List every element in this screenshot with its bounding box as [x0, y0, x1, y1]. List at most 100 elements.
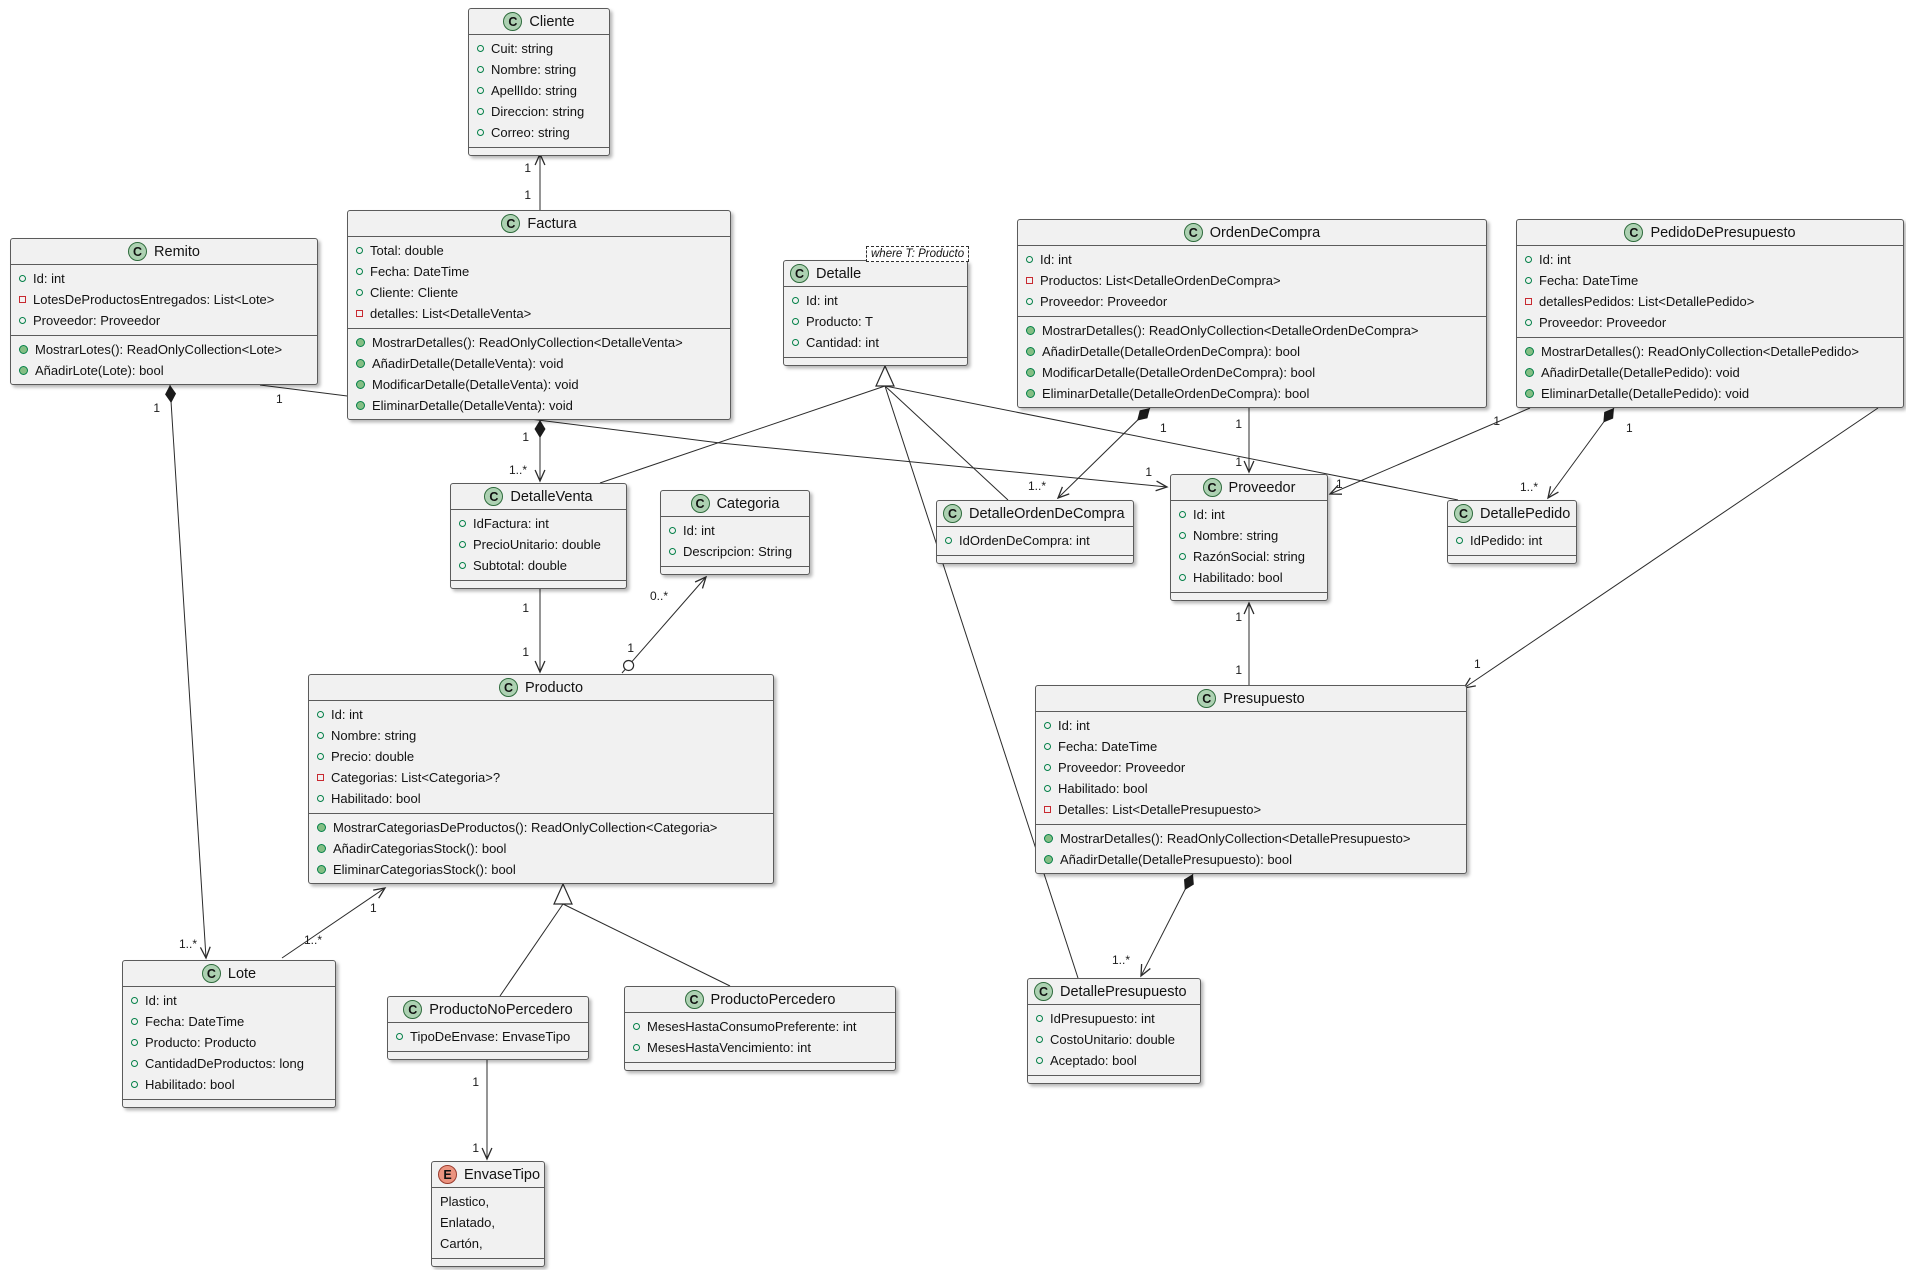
attribute-row: Fecha: DateTime [131, 1011, 327, 1032]
public-field-icon [356, 268, 363, 275]
public-field-icon [1036, 1015, 1043, 1022]
enum-value-row: Plastico, [440, 1191, 536, 1212]
method-row: AñadirLote(Lote): bool [19, 360, 309, 381]
multiplicity-label: 1..* [1520, 480, 1538, 494]
attribute-row: Proveedor: Proveedor [1044, 757, 1458, 778]
empty-methods-compartment [388, 1051, 588, 1058]
public-field-icon [1044, 764, 1051, 771]
multiplicity-label: 1 [153, 401, 160, 415]
methods-compartment: MostrarDetalles(): ReadOnlyCollection<De… [1018, 316, 1486, 408]
multiplicity-label: 1 [627, 641, 634, 655]
attribute-text: Fecha: DateTime [1058, 739, 1158, 754]
generalization-triangle [875, 364, 895, 387]
attribute-text: Aceptado: bool [1050, 1053, 1137, 1068]
method-text: ModificarDetalle(DetalleVenta): void [372, 377, 579, 392]
attribute-row: Fecha: DateTime [1525, 270, 1895, 291]
attribute-row: Nombre: string [477, 59, 601, 80]
attribute-row: Cantidad: int [792, 332, 959, 353]
public-field-icon [1036, 1036, 1043, 1043]
multiplicity-label: 1 [1160, 421, 1167, 435]
public-field-icon [792, 339, 799, 346]
public-field-icon [1525, 256, 1532, 263]
attribute-text: Id: int [331, 707, 363, 722]
attribute-text: Nombre: string [1193, 528, 1279, 543]
attribute-text: IdPresupuesto: int [1050, 1011, 1155, 1026]
attribute-row: Productos: List<DetalleOrdenDeCompra> [1026, 270, 1478, 291]
enum-icon: E [438, 1165, 457, 1184]
multiplicity-label: 1 [472, 1075, 479, 1089]
attribute-row: Id: int [131, 990, 327, 1011]
multiplicity-label: 1 [1235, 663, 1242, 677]
attribute-row: Descripcion: String [669, 541, 801, 562]
attribute-row: Proveedor: Proveedor [1026, 291, 1478, 312]
attribute-text: Habilitado: bool [1193, 570, 1283, 585]
attribute-row: Aceptado: bool [1036, 1050, 1192, 1071]
composition-diamond [534, 420, 546, 438]
multiplicity-label: 1 [1235, 610, 1242, 624]
empty-methods-compartment [661, 566, 809, 573]
class-icon: C [498, 678, 518, 697]
enum-value-row: Cartón, [440, 1233, 536, 1254]
attribute-row: Producto: T [792, 311, 959, 332]
class-icon: C [1197, 689, 1217, 708]
attribute-text: MesesHastaConsumoPreferente: int [647, 1019, 857, 1034]
attribute-row: Nombre: string [317, 725, 765, 746]
multiplicity-label: 1 [472, 1141, 479, 1155]
attribute-text: Id: int [1539, 252, 1571, 267]
attribute-row: Categorias: List<Categoria>? [317, 767, 765, 788]
public-field-icon [317, 711, 324, 718]
public-field-icon [477, 108, 484, 115]
composition-diamond [1137, 408, 1150, 421]
public-field-icon [356, 289, 363, 296]
class-name: Lote [227, 965, 257, 982]
attribute-row: LotesDeProductosEntregados: List<Lote> [19, 289, 309, 310]
relationship-line [1140, 873, 1194, 977]
arrowhead [1056, 486, 1070, 500]
attributes-compartment: IdPedido: int [1448, 527, 1576, 555]
method-text: MostrarDetalles(): ReadOnlyCollection<De… [372, 335, 683, 350]
method-row: MostrarLotes(): ReadOnlyCollection<Lote> [19, 339, 309, 360]
multiplicity-label: 1 [1336, 477, 1343, 491]
enum-value-text: Plastico, [440, 1194, 490, 1209]
attribute-text: PrecioUnitario: double [473, 537, 601, 552]
attribute-row: Habilitado: bool [131, 1074, 327, 1095]
public-field-icon [459, 541, 466, 548]
enum-value-row: Enlatado, [440, 1212, 536, 1233]
enum-value-text: Cartón, [440, 1236, 483, 1251]
method-text: AñadirDetalle(DetallePedido): void [1541, 365, 1740, 380]
methods-compartment: MostrarCategoriasDeProductos(): ReadOnly… [309, 813, 773, 884]
method-icon [1026, 389, 1035, 398]
method-text: AñadirCategoriasStock(): bool [333, 841, 507, 856]
arrowhead [534, 660, 546, 674]
public-field-icon [1179, 574, 1186, 581]
arrowhead [373, 887, 387, 899]
class-icon: C [943, 504, 962, 523]
multiplicity-label: 1 [522, 645, 529, 659]
attribute-row: Total: double [356, 240, 722, 261]
arrowhead [199, 946, 211, 960]
arrowhead [694, 575, 708, 589]
generalization-line [499, 903, 564, 997]
public-field-icon [1179, 511, 1186, 518]
method-text: ModificarDetalle(DetalleOrdenDeCompra): … [1042, 365, 1316, 380]
attribute-text: RazónSocial: string [1193, 549, 1305, 564]
multiplicity-label: 0..* [650, 589, 668, 603]
generalization-triangle [553, 882, 573, 905]
attribute-text: Precio: double [331, 749, 415, 764]
attribute-row: Correo: string [477, 122, 601, 143]
multiplicity-label: 1 [524, 188, 531, 202]
class-name: OrdenDeCompra [1209, 224, 1321, 241]
public-field-icon [633, 1044, 640, 1051]
attribute-text: Proveedor: Proveedor [1539, 315, 1667, 330]
